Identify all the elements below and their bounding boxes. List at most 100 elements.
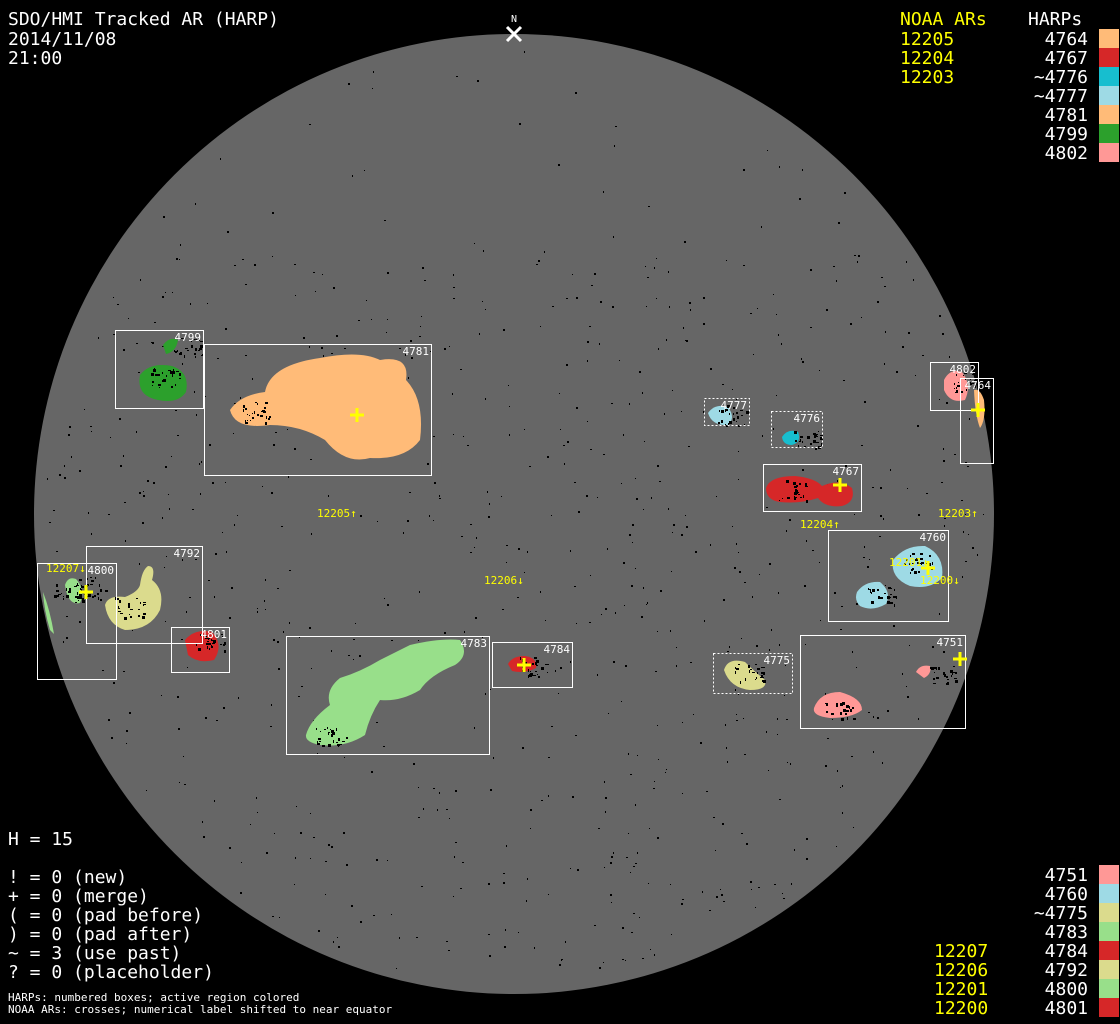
speckle [180,244,181,246]
speckle [175,410,177,411]
noaa-ar-label: 12207 [934,941,989,962]
harp-box[interactable]: 4767 [763,464,862,512]
harp-box[interactable]: 4781 [204,344,432,476]
speckle [624,605,625,606]
speckle [955,672,957,674]
speckle [245,422,248,424]
speckle [741,415,743,416]
harp-box[interactable]: 4775 [713,653,793,694]
speckle [238,697,239,699]
noaa-ar-label: 12203 [900,67,955,88]
harp-box-label: 4802 [950,363,977,376]
speckle [988,385,991,386]
speckle [524,51,525,53]
speckle [819,370,820,371]
speckle [229,847,231,849]
speckle [887,710,889,712]
speckle [81,585,82,586]
speckle [190,303,191,305]
speckle [559,393,560,394]
harp-color-swatch [1099,979,1119,998]
harp-box[interactable]: 4801 [171,627,230,673]
harp-box[interactable]: 4802 [930,362,979,411]
speckle [586,495,588,497]
speckle [242,259,244,260]
harp-box-label: 4775 [764,654,791,667]
speckle [409,492,411,493]
speckle [283,631,284,633]
speckle [119,602,121,603]
speckle [567,441,569,443]
harp-color-swatch [1099,884,1119,903]
speckle [71,456,72,458]
speckle [970,383,972,385]
speckle [529,674,532,677]
speckle [759,574,760,575]
harp-box[interactable]: 4751 [800,635,966,729]
speckle [477,80,479,82]
speckle [757,308,758,309]
harp-header: HARPs [1028,9,1083,30]
harp-box[interactable]: 4783 [286,636,490,755]
speckle [603,191,604,193]
speckle [548,795,549,797]
harp-label: 4751 [1044,865,1088,886]
speckle [719,410,720,412]
harp-box[interactable]: 4784 [492,642,573,688]
harp-box[interactable]: 4760 [828,530,949,622]
speckle [807,436,810,439]
speckle [806,858,808,860]
harp-label: 4781 [1044,105,1088,126]
speckle [721,410,724,413]
harp-box[interactable]: 4800 [37,563,117,680]
north-x-icon [505,25,523,43]
speckle [735,671,736,674]
speckle [648,883,649,884]
speckle [88,512,89,514]
speckle [613,852,614,854]
speckle [575,92,577,94]
speckle [669,306,670,308]
speckle [186,611,187,613]
speckle [682,793,683,794]
speckle [433,520,434,521]
speckle [205,638,208,639]
harp-box[interactable]: 4776 [771,411,823,448]
speckle [926,493,928,494]
speckle [503,873,505,874]
speckle [310,813,311,814]
harp-box[interactable]: 4799 [115,330,204,409]
speckle [564,463,565,465]
speckle [49,522,51,523]
speckle [832,719,833,720]
speckle [803,495,804,498]
noaa-ar-label: 12206 [934,960,989,981]
speckle [915,559,918,561]
speckle [262,486,263,487]
speckle [243,405,245,408]
speckle [323,355,324,357]
speckle [183,756,184,757]
speckle [220,158,221,160]
speckle [407,520,409,522]
speckle [207,646,208,649]
speckle [79,594,82,596]
speckle [488,934,490,935]
speckle [613,236,614,238]
speckle [769,563,771,565]
harp-box[interactable]: 4764 [960,378,994,464]
speckle [920,558,923,560]
speckle [965,514,966,515]
harp-box[interactable]: 4777 [704,398,750,426]
speckle [851,756,853,757]
speckle [175,351,177,353]
speckle [769,649,770,651]
speckle [902,673,903,675]
speckle [536,660,539,663]
speckle [118,608,120,609]
speckle [565,941,566,943]
speckle [199,348,202,350]
date: 2014/11/08 [8,29,117,50]
speckle [703,411,704,413]
speckle [303,337,305,339]
